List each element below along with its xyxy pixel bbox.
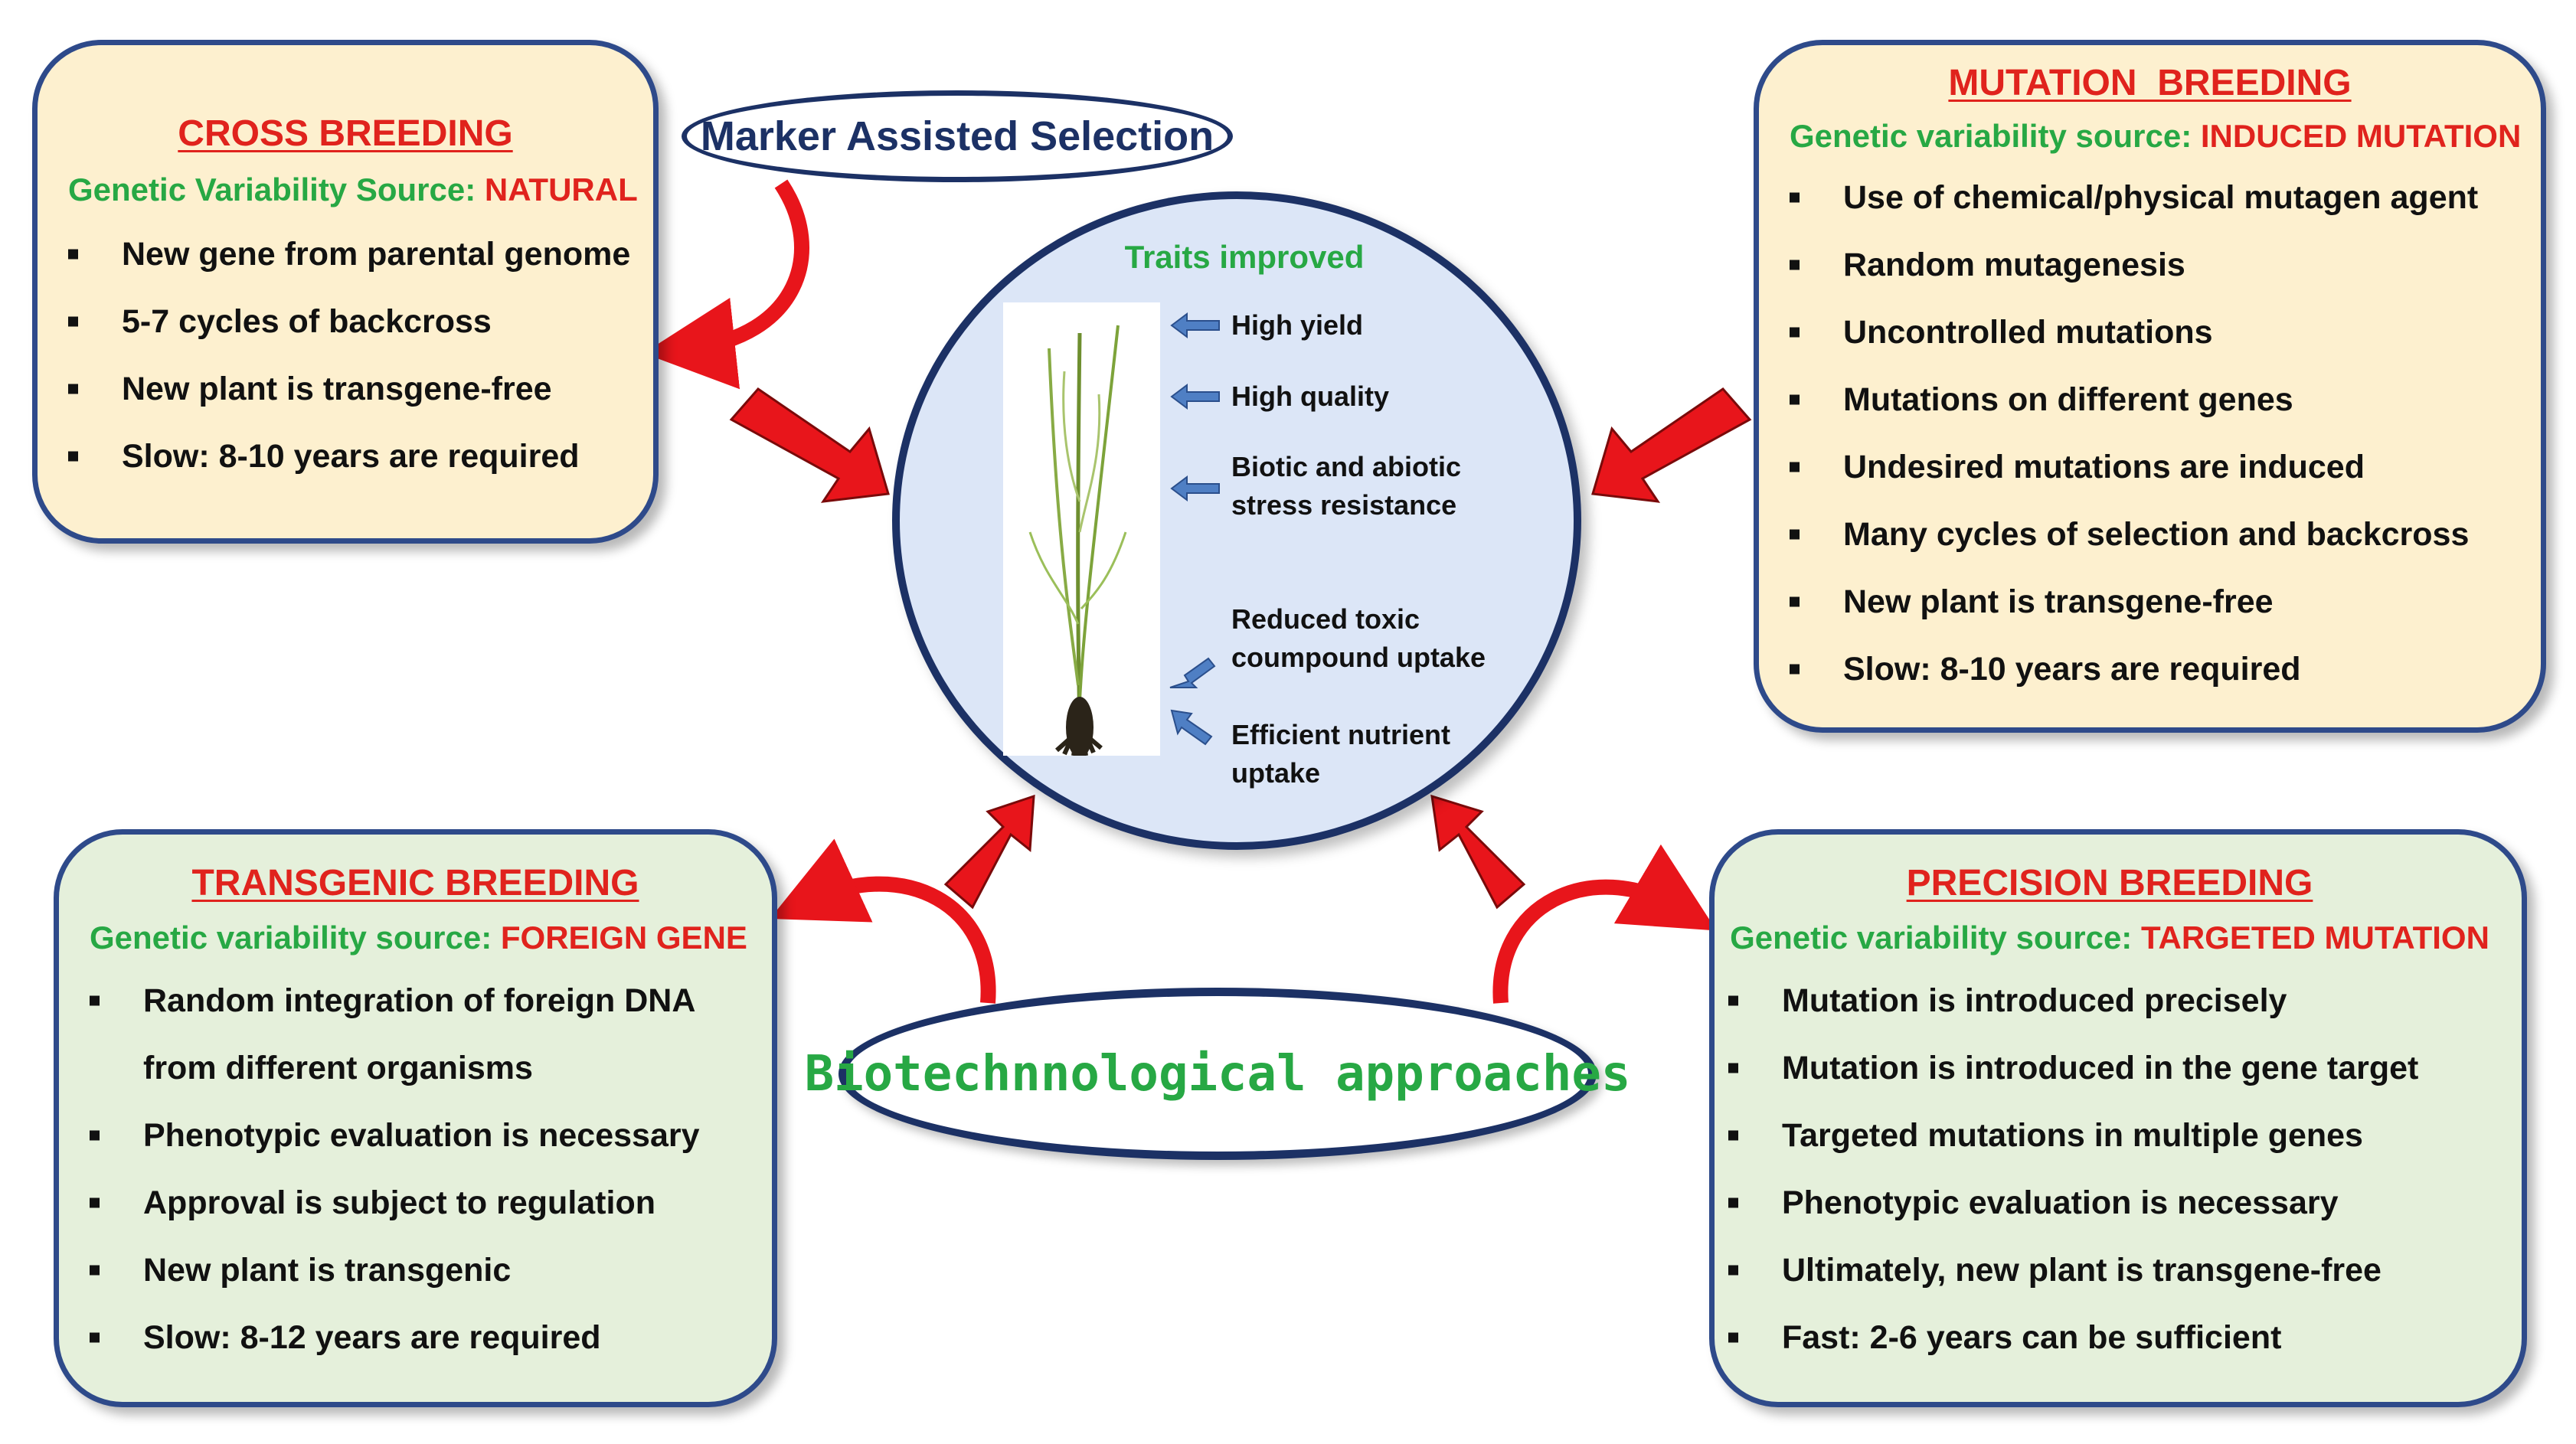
transgenic-breeding-source: Genetic variability source: FOREIGN GENE — [90, 920, 747, 956]
traits-title: Traits improved — [1124, 239, 1365, 275]
list-item: New gene from parental genome — [68, 221, 630, 288]
curve-biotech-to-transgenic — [770, 838, 996, 1004]
list-item: New plant is transgene-free — [1790, 568, 2510, 635]
list-item: Many cycles of selection and backcross — [1790, 501, 2510, 568]
arrow-transgenic-to-center — [943, 794, 1035, 910]
trait-label: High yield — [1231, 309, 1364, 341]
trait-label: Reduced toxic — [1231, 603, 1420, 635]
list-item: Slow: 8-10 years are required — [68, 423, 623, 490]
list-item: Ultimately, new plant is transgene-free — [1728, 1237, 2491, 1304]
curve-biotech-to-precision — [1492, 844, 1717, 1004]
arrow-cross-to-center — [729, 387, 890, 503]
list-item: Undesired mutations are induced — [1790, 433, 2510, 501]
precision-breeding-box: PRECISION BREEDING Genetic variability s… — [1709, 829, 2527, 1407]
source-value: TARGETED MUTATION — [2140, 920, 2489, 956]
trait-label: Biotic and abiotic — [1231, 451, 1462, 482]
trait-label: coumpound uptake — [1231, 642, 1486, 673]
list-item: Mutations on different genes — [1790, 366, 2510, 433]
trait-label: High quality — [1231, 381, 1389, 412]
source-value: NATURAL — [484, 172, 638, 207]
trait-stress-resistance: Biotic and abiotic stress resistance — [1231, 448, 1461, 524]
source-value: INDUCED MUTATION — [2200, 118, 2522, 154]
trait-label: stress resistance — [1231, 489, 1457, 521]
arrow-left-icon — [1170, 312, 1220, 338]
list-item: New plant is transgenic — [90, 1237, 741, 1304]
list-item: Targeted mutations in multiple genes — [1728, 1102, 2491, 1169]
cross-breeding-list: New gene from parental genome 5-7 cycles… — [68, 221, 630, 490]
list-item: Random mutagenesis — [1790, 231, 2510, 299]
list-item: Approval is subject to regulation — [90, 1169, 741, 1237]
trait-label: uptake — [1231, 757, 1321, 789]
trait-high-quality: High quality — [1231, 377, 1389, 416]
biotech-approaches-label: Biotechnnological approaches — [804, 1045, 1631, 1103]
list-item: New plant is transgene-free — [68, 355, 623, 423]
trait-reduced-toxic: Reduced toxic coumpound uptake — [1231, 600, 1486, 677]
arrow-up-left-icon — [1170, 709, 1213, 746]
cross-breeding-title: CROSS BREEDING — [178, 113, 513, 154]
arrow-left-icon — [1170, 384, 1220, 410]
source-value: FOREIGN GENE — [500, 920, 747, 956]
mutation-breeding-source: Genetic variability source: INDUCED MUTA… — [1790, 118, 2521, 155]
curve-marker-to-cross — [643, 179, 809, 390]
list-item: Slow: 8-12 years are required — [90, 1304, 741, 1371]
cross-breeding-source: Genetic Variability Source: NATURAL — [68, 172, 638, 208]
precision-breeding-list: Mutation is introduced precisely Mutatio… — [1728, 967, 2491, 1371]
list-item: Slow: 8-10 years are required — [1790, 635, 2510, 703]
marker-assisted-selection-ellipse: Marker Assisted Selection — [682, 90, 1233, 182]
mutation-breeding-list: Use of chemical/physical mutagen agent R… — [1790, 164, 2510, 703]
cross-breeding-box: CROSS BREEDING Genetic Variability Sourc… — [32, 40, 659, 544]
arrow-left-icon — [1170, 475, 1220, 501]
trait-nutrient-uptake: Efficient nutrient uptake — [1231, 716, 1450, 792]
source-label: Genetic Variability Source: — [68, 172, 485, 207]
arrow-down-left-icon — [1169, 657, 1216, 688]
precision-breeding-title: PRECISION BREEDING — [1906, 863, 2313, 903]
arrow-precision-to-center — [1430, 794, 1526, 910]
mutation-breeding-title: MUTATION BREEDING — [1948, 63, 2352, 103]
mutation-breeding-box: MUTATION BREEDING Genetic variability so… — [1754, 40, 2546, 733]
list-item: Phenotypic evaluation is necessary — [1728, 1169, 2491, 1237]
list-item: Uncontrolled mutations — [1790, 299, 2510, 366]
transgenic-breeding-list: Random integration of foreign DNA from d… — [90, 967, 741, 1371]
source-label: Genetic variability source: — [90, 920, 501, 956]
list-item: Use of chemical/physical mutagen agent — [1790, 164, 2510, 231]
transgenic-breeding-title: TRANSGENIC BREEDING — [191, 863, 639, 903]
arrow-mutation-to-center — [1591, 387, 1752, 503]
plant-icon — [1028, 325, 1127, 758]
biotech-approaches-ellipse: Biotechnnological approaches — [805, 988, 1630, 1160]
list-item: Mutation is introduced in the gene targe… — [1728, 1034, 2491, 1102]
list-item-continuation: from different organisms — [143, 1050, 533, 1086]
marker-assisted-selection-label: Marker Assisted Selection — [700, 113, 1214, 159]
plant-image — [1003, 302, 1160, 758]
list-item: 5-7 cycles of backcross — [68, 288, 623, 355]
trait-label: Efficient nutrient — [1231, 719, 1450, 750]
list-item: Fast: 2-6 years can be sufficient — [1728, 1304, 2491, 1371]
source-label: Genetic variability source: — [1790, 118, 2201, 154]
transgenic-breeding-box: TRANSGENIC BREEDING Genetic variability … — [54, 829, 777, 1407]
list-item: Phenotypic evaluation is necessary — [90, 1102, 741, 1169]
source-label: Genetic variability source: — [1730, 920, 2141, 956]
list-item: Random integration of foreign DNA — [90, 967, 741, 1034]
list-item: Mutation is introduced precisely — [1728, 967, 2491, 1034]
trait-high-yield: High yield — [1231, 306, 1363, 345]
precision-breeding-source: Genetic variability source: TARGETED MUT… — [1728, 920, 2491, 956]
